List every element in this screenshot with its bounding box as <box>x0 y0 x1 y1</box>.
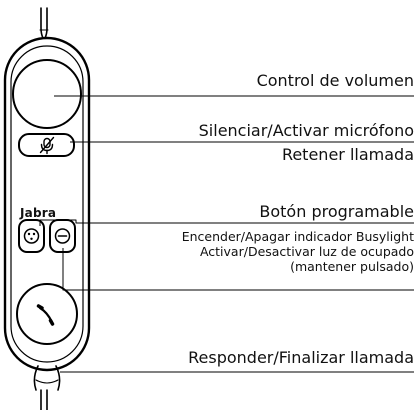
label-programmable-button: Botón programable <box>259 202 414 221</box>
phone-handset-icon <box>36 304 55 326</box>
top-cable <box>39 7 49 39</box>
bottom-cable <box>33 365 61 410</box>
microphone-slash-icon <box>39 136 55 155</box>
label-hold-press: (mantener pulsado) <box>290 259 414 274</box>
leader-busylight <box>62 248 414 291</box>
label-busylight-toggle: Encender/Apagar indicador Busylight <box>181 229 414 244</box>
label-hold-call: Retener llamada <box>281 145 414 164</box>
programmable-button[interactable] <box>18 219 45 253</box>
jabra-action-icon <box>23 228 40 244</box>
busylight-icon <box>54 228 71 244</box>
label-busy-light: Activar/Desactivar luz de ocupado <box>199 244 414 259</box>
leader-lines <box>39 95 414 373</box>
volume-control[interactable] <box>12 59 82 129</box>
call-button[interactable] <box>16 283 78 345</box>
controller-body <box>3 36 91 372</box>
leader-programmable <box>39 219 414 226</box>
label-volume-control: Control de volumen <box>256 71 414 90</box>
mute-button[interactable] <box>18 133 75 157</box>
controller-inner-outline <box>10 45 84 363</box>
label-mute: Silenciar/Activar micrófono <box>198 121 414 140</box>
brand-logo: Jabra <box>20 206 57 220</box>
label-answer-end-call: Responder/Finalizar llamada <box>188 348 414 367</box>
